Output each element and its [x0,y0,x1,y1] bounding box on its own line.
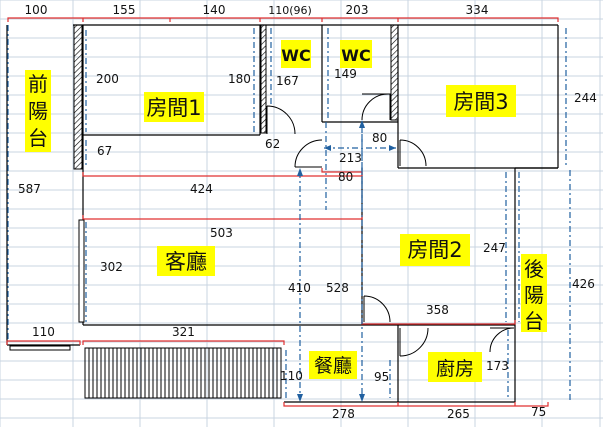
room1-label: 房間1 [146,96,201,120]
living-room-label: 客廳 [165,250,207,274]
dim-label: 173 [486,359,509,373]
dashed-guides [7,25,571,400]
front-balcony-char: 前 [28,72,48,96]
dim-label: 278 [332,407,355,421]
dim-label: 587 [18,182,41,196]
staircase [84,347,282,399]
dim-label: 213 [339,151,362,165]
dimension-lines [6,17,559,407]
window-bottom [9,345,71,351]
dim-label: 424 [190,182,213,196]
dim-label: 167 [276,74,299,88]
wc2-label: WC [341,46,370,65]
dim-label: 180 [228,72,251,86]
window-left [78,219,85,323]
dim-label: 110 [280,369,303,383]
dim-label: 110(96) [268,4,312,17]
front-balcony-label: 前 陽 台 [28,72,48,150]
dim-label: 95 [374,370,389,384]
kitchen-label: 廚房 [436,357,474,380]
room2-label: 房間2 [407,238,462,262]
dim-label: 140 [203,3,226,17]
dim-label: 410 [288,281,311,295]
hatched-wall-wc [260,24,267,134]
hatched-wall-room3 [390,24,399,121]
back-balcony-char: 陽 [524,283,544,307]
back-balcony-char: 台 [524,309,544,333]
front-balcony-char: 陽 [28,99,48,123]
dim-label: 67 [97,144,112,158]
walls [6,24,559,403]
dim-label: 100 [25,3,48,17]
dim-label: 149 [334,67,357,81]
wc1-label: WC [281,46,310,65]
dim-label: 62 [265,137,280,151]
dim-label: 203 [346,3,369,17]
dim-label: 503 [210,226,233,240]
dim-label: 80 [372,131,387,145]
front-balcony-char: 台 [28,126,48,150]
dim-label: 110 [32,325,55,339]
dim-label: 247 [483,241,506,255]
dim-label: 75 [531,405,546,419]
doors [266,93,515,357]
room-label-backgrounds [25,40,547,382]
dim-label: 321 [172,325,195,339]
dim-label: 358 [426,303,449,317]
dim-label: 528 [326,281,349,295]
room3-label: 房間3 [453,90,508,114]
dim-label: 155 [113,3,136,17]
dim-label: 302 [100,260,123,274]
dim-label: 244 [574,91,597,105]
arrowheads [297,120,396,402]
dimension-labels: 100 155 140 110(96) 203 334 200 180 167 … [18,3,597,421]
dining-room-label: 餐廳 [314,355,352,377]
hatched-wall-left [73,24,83,170]
dim-label: 80 [338,170,353,184]
dim-label: 426 [572,277,595,291]
back-balcony-char: 後 [524,257,544,281]
dim-label: 200 [96,72,119,86]
dim-label: 265 [447,407,470,421]
dim-label: 334 [466,3,489,17]
back-balcony-label: 後 陽 台 [524,257,544,333]
